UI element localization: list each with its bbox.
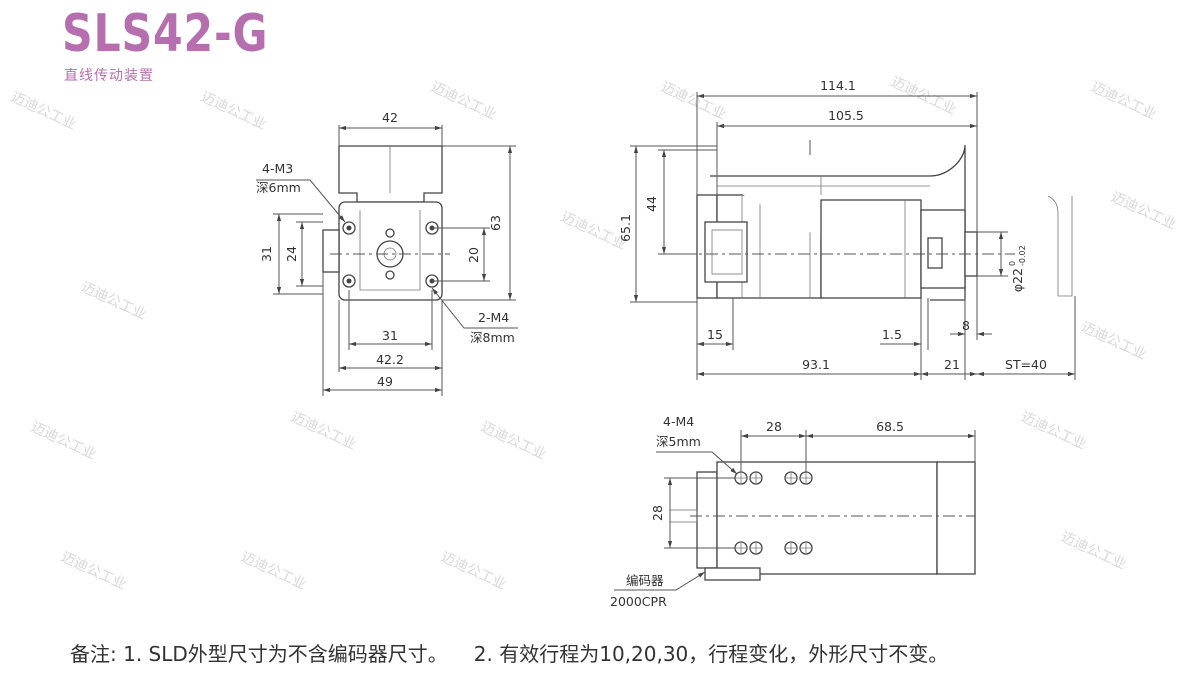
- dim-front-top-width: 42: [382, 110, 398, 125]
- dim-front-bottom-31: 31: [382, 328, 398, 343]
- watermark-text: 迈迪公工业: [28, 419, 98, 463]
- top-encoder: [704, 567, 761, 581]
- watermark-text: 迈迪公工业: [658, 79, 728, 123]
- top-front-block: [936, 461, 976, 575]
- dim-side-1-5: 1.5: [882, 327, 902, 342]
- dim-side-21: 21: [944, 357, 960, 372]
- dim-top-28-vert: 28: [650, 505, 665, 521]
- dim-front-bottom-49: 49: [377, 374, 393, 389]
- watermark-text: 迈迪公工业: [1078, 319, 1148, 363]
- screw-hole-icon: [799, 541, 813, 555]
- note-2: 2. 有效行程为10,20,30，行程变化，外形尺寸不变。: [473, 642, 949, 666]
- watermark-text: 迈迪公工业: [478, 419, 548, 463]
- dim-side-stroke: ST=40: [1005, 357, 1047, 372]
- watermark-text: 迈迪公工业: [1088, 79, 1158, 123]
- dim-top-28-horiz: 28: [766, 419, 782, 434]
- dim-front-screw-label: 4-M3: [262, 161, 293, 176]
- dim-side-total: 114.1: [820, 78, 856, 93]
- side-block: [820, 199, 922, 299]
- top-rear-cap: [696, 471, 718, 569]
- dim-top-screw-depth: 深5mm: [656, 434, 701, 449]
- dim-front-screw-depth: 深6mm: [256, 180, 301, 195]
- encoder-cpr: 2000CPR: [610, 594, 667, 609]
- watermark-layer: 迈迪公工业 迈迪公工业 迈迪公工业 迈迪公工业 迈迪公工业 迈迪公工业 迈迪公工…: [8, 74, 1178, 593]
- dim-side-height-44: 44: [644, 196, 659, 212]
- watermark-text: 迈迪公工业: [438, 549, 508, 593]
- screw-hole-icon: [784, 541, 798, 555]
- screw-hole-icon: [342, 274, 356, 288]
- watermark-text: 迈迪公工业: [1058, 529, 1128, 573]
- screw-hole-icon: [734, 541, 748, 555]
- dim-top-screw-label: 4-M4: [663, 414, 694, 429]
- dim-front-right-inner: 20: [466, 247, 481, 263]
- watermark-text: 迈迪公工业: [78, 279, 148, 323]
- screw-hole-icon: [799, 471, 813, 485]
- watermark-text: 迈迪公工业: [238, 549, 308, 593]
- side-connector: [704, 221, 748, 283]
- dim-side-shaft-tol-lower: -0.02: [1018, 245, 1027, 266]
- watermark-text: 迈迪公工业: [58, 549, 128, 593]
- screw-hole-icon: [749, 471, 763, 485]
- dim-side-15: 15: [707, 327, 723, 342]
- screw-hole-icon: [784, 471, 798, 485]
- note-1: 备注: 1. SLD外型尺寸为不含编码器尺寸。: [70, 642, 448, 666]
- dim-front-left-inner: 24: [284, 246, 299, 262]
- watermark-text: 迈迪公工业: [8, 89, 78, 133]
- dim-side-shaft-dia: φ22: [1010, 268, 1025, 292]
- front-top-cap: [338, 145, 443, 203]
- product-title: SLS42-G: [62, 4, 269, 64]
- dim-side-8: 8: [962, 318, 970, 333]
- dim-side-93-1: 93.1: [802, 357, 830, 372]
- dim-front-hole-label: 2-M4: [478, 310, 509, 325]
- screw-hole-icon: [749, 541, 763, 555]
- front-connector: [322, 229, 340, 273]
- dim-side-height-65: 65.1: [618, 214, 633, 242]
- product-subtitle: 直线传动装置: [64, 68, 154, 84]
- encoder-label: 编码器: [626, 573, 664, 588]
- watermark-text: 迈迪公工业: [1018, 409, 1088, 453]
- watermark-text: 迈迪公工业: [198, 89, 268, 133]
- screw-hole-icon: [342, 221, 356, 235]
- dim-top-68-5: 68.5: [876, 419, 904, 434]
- front-view: 42 4-M3 深6mm 63 31 24 20 2-M4 深8mm 31 42…: [256, 110, 518, 396]
- dim-front-bottom-42-2: 42.2: [376, 352, 404, 367]
- dim-side-shaft-tol-upper: 0: [1008, 261, 1017, 266]
- watermark-text: 迈迪公工业: [1108, 189, 1178, 233]
- watermark-text: 迈迪公工业: [288, 409, 358, 453]
- footnote: 备注: 1. SLD外型尺寸为不含编码器尺寸。 2. 有效行程为10,20,30，…: [70, 638, 948, 667]
- dim-front-height: 63: [488, 215, 503, 231]
- dim-front-left-outer: 31: [259, 246, 274, 262]
- dim-front-hole-depth: 深8mm: [470, 330, 515, 345]
- dim-side-motor: 105.5: [828, 108, 864, 123]
- watermark-text: 迈迪公工业: [428, 79, 498, 123]
- top-view: 4-M4 深5mm 28 68.5 28 编码器 2000CPR: [610, 414, 976, 609]
- side-view: 114.1 105.5 65.1 44 15 1.5 8 93.1 21: [618, 78, 1076, 380]
